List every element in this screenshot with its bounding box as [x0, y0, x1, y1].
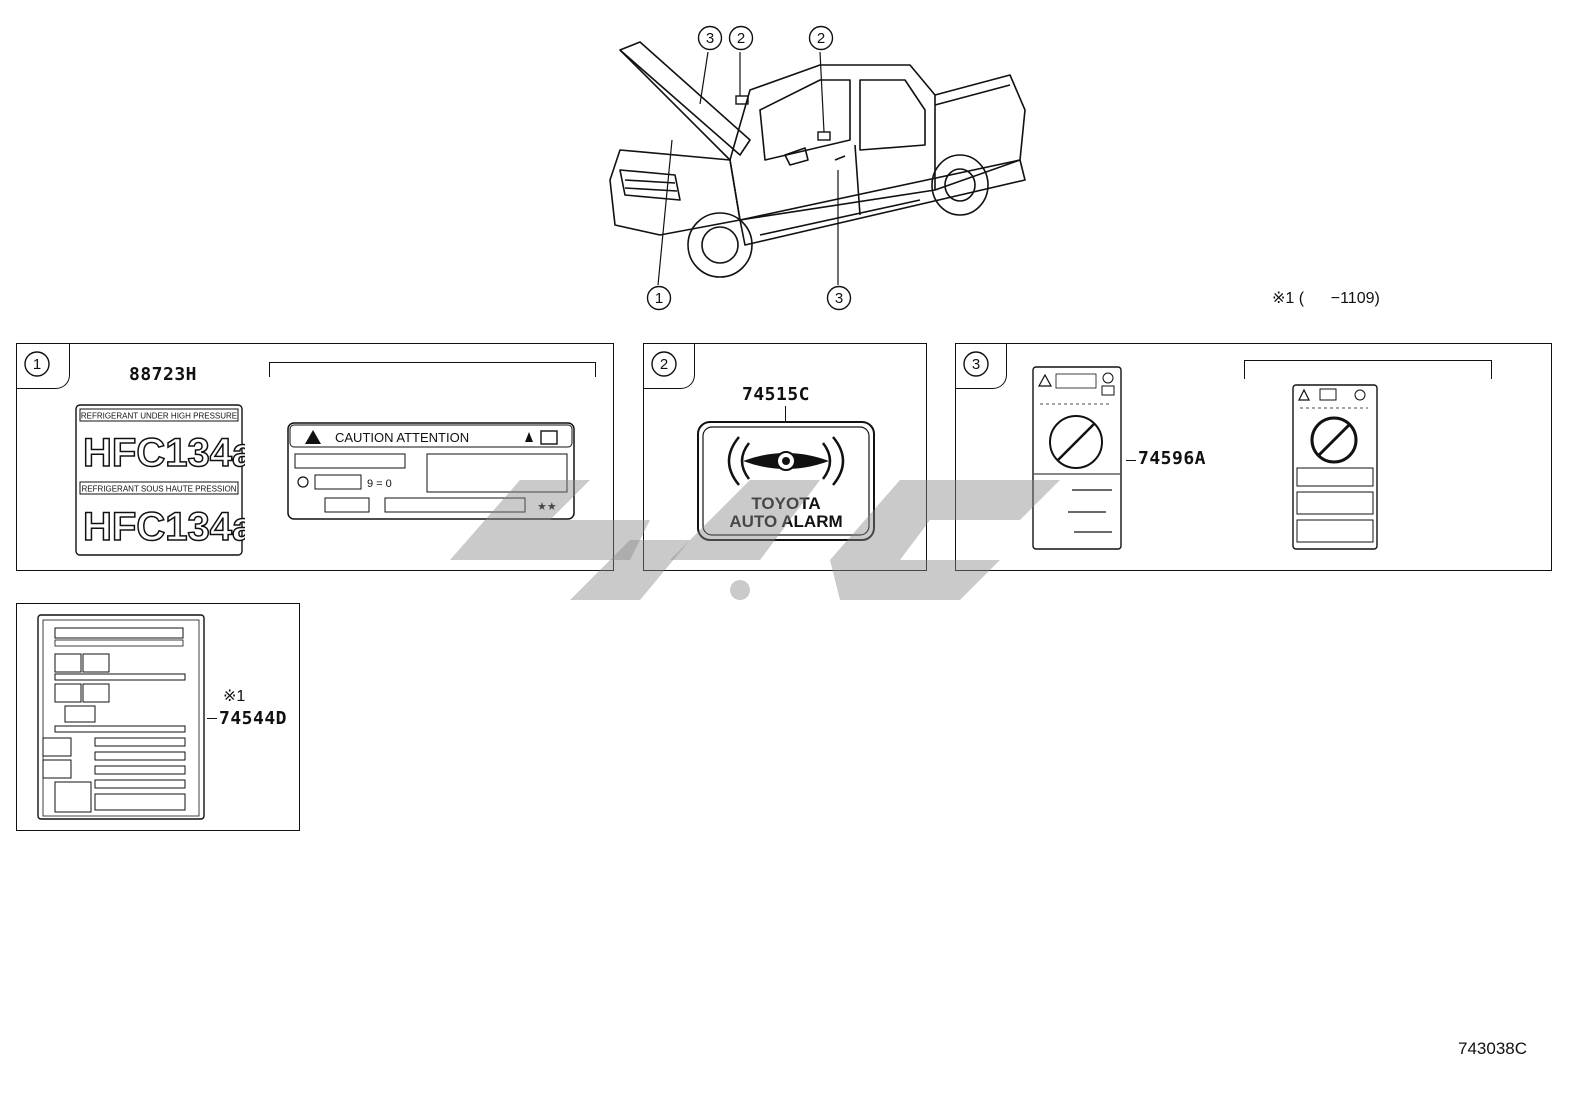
warning-icon	[1298, 388, 1310, 401]
bracket-line	[269, 362, 596, 377]
panel-index-circle: 1	[24, 351, 50, 377]
tire-info-label	[37, 614, 205, 820]
panel-tab-corner	[956, 344, 1007, 389]
seat-icon	[1102, 372, 1114, 384]
callout-3-bottom: 3	[826, 285, 852, 311]
svg-text:3: 3	[972, 356, 980, 373]
callout-2-top-right: 2	[808, 25, 834, 51]
sun-icon	[297, 476, 309, 488]
panel-index-circle: 2	[651, 351, 677, 377]
alarm-wave-icon	[727, 436, 845, 486]
manual-icon	[540, 430, 558, 445]
callout-1-text: 1	[655, 290, 663, 307]
warning-icon	[305, 430, 321, 444]
part-number: 74596A	[1138, 448, 1207, 469]
seat-icon	[1354, 389, 1366, 401]
hfc-line-2: REFRIGERANT SOUS HAUTE PRESSION	[82, 485, 237, 494]
panel-4: ※1 74544D	[16, 603, 300, 831]
svg-text:2: 2	[660, 356, 668, 373]
svg-text:1: 1	[33, 356, 41, 373]
caution-text: 9 = 0	[367, 478, 392, 490]
panel-2: 2 74515C TOYOTA AUTO ALARM	[643, 343, 927, 571]
leader-line	[1126, 460, 1136, 462]
leader-line	[785, 406, 787, 422]
part-number: 88723H	[129, 364, 198, 385]
panel-1: 1 88723H REFRIGERANT UNDER HIGH PRESSURE…	[16, 343, 614, 571]
hfc134a-label: REFRIGERANT UNDER HIGH PRESSURE HFC134a …	[75, 404, 245, 556]
hfc-line-1: REFRIGERANT UNDER HIGH PRESSURE	[81, 412, 237, 421]
panel-tab-corner	[17, 344, 70, 389]
panel-tab-corner	[644, 344, 695, 389]
callout-3-text: 3	[835, 290, 843, 307]
part-number: 74515C	[742, 384, 811, 405]
caution-attention-label: CAUTION ATTENTION 9 = 0 ★★	[287, 422, 575, 520]
flame-icon	[525, 432, 533, 442]
leader-line	[207, 718, 217, 720]
bracket-line	[1244, 360, 1492, 379]
callout-2-text: 2	[737, 30, 745, 47]
caution-title: CAUTION ATTENTION	[335, 430, 469, 445]
panel-3: 3 74596A	[955, 343, 1552, 571]
note-mark: ※1	[223, 688, 246, 705]
airbag-label-b	[1292, 384, 1378, 550]
alarm-line-2: AUTO ALARM	[729, 512, 842, 531]
book-icon	[1319, 388, 1337, 401]
callout-3-top-left: 3	[697, 25, 723, 51]
caution-stars: ★★	[537, 501, 557, 513]
footnote-1: ※1 ( −1109)	[1272, 290, 1380, 307]
alarm-line-1: TOYOTA	[751, 494, 820, 513]
truck-illustration	[609, 41, 1026, 286]
no-child-seat-icon	[1310, 416, 1358, 464]
callout-2-top-left: 2	[728, 25, 754, 51]
book-icon	[1101, 385, 1115, 396]
callout-2-text: 2	[817, 30, 825, 47]
hfc-text-2: HFC134a	[83, 505, 245, 549]
toyota-auto-alarm-label: TOYOTA AUTO ALARM	[697, 421, 875, 541]
hfc-text-1: HFC134a	[83, 431, 245, 475]
diagram-code: 743038C	[1458, 1039, 1528, 1058]
part-number: 74544D	[219, 708, 288, 729]
panel-index-circle: 3	[963, 351, 989, 377]
airbag-label-a	[1032, 366, 1122, 550]
callout-3-text: 3	[706, 30, 714, 47]
no-child-seat-icon	[1049, 415, 1103, 469]
watermark	[450, 480, 1060, 600]
warning-icon	[1037, 373, 1053, 387]
callout-1-bottom: 1	[646, 285, 672, 311]
